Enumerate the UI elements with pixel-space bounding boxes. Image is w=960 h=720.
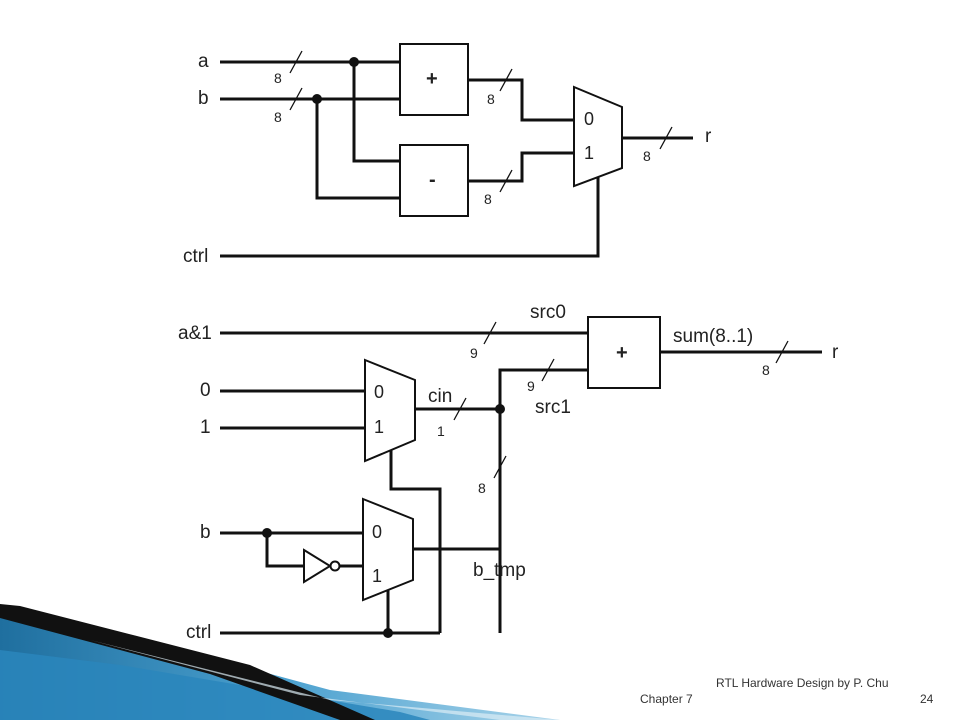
width-r-label: 8 — [643, 148, 651, 164]
signal-src0-label: src0 — [530, 302, 566, 323]
bus-width-tick — [499, 68, 513, 92]
footer-title: RTL Hardware Design by P. Chu — [716, 676, 889, 690]
bus-width-tick — [541, 358, 555, 382]
input-b-label: b — [200, 522, 211, 543]
width-src1-label: 9 — [527, 378, 535, 394]
subtractor-op-label: - — [429, 169, 436, 191]
mux-cin — [364, 358, 416, 463]
junction-dot — [495, 404, 505, 414]
width-sub-out-label: 8 — [484, 191, 492, 207]
mux-b — [362, 497, 414, 602]
decorative-ribbon — [0, 604, 560, 720]
width-b-label: 8 — [274, 109, 282, 125]
signal-b-tmp-label: b_tmp — [473, 560, 526, 581]
junction-dot — [349, 57, 359, 67]
output-r-label: r — [705, 126, 712, 147]
width-cin-label: 1 — [437, 423, 445, 439]
top-wires — [220, 60, 693, 258]
signal-sum-label: sum(8..1) — [673, 326, 753, 347]
input-a-label: a — [198, 51, 209, 72]
adder-block — [399, 43, 469, 116]
width-src0-label: 9 — [470, 345, 478, 361]
bus-width-tick — [483, 321, 497, 345]
mux-cin-in0-label: 0 — [374, 382, 384, 402]
mux-top-in0-label: 0 — [584, 109, 594, 129]
bus-width-tick — [659, 126, 673, 150]
width-a-label: 8 — [274, 70, 282, 86]
output-r-label: r — [832, 342, 839, 363]
mux-top — [573, 85, 623, 188]
width-b-tmp-label: 8 — [478, 480, 486, 496]
bus-width-tick — [499, 169, 513, 193]
input-ctrl-label: ctrl — [183, 246, 208, 267]
width-add-out-label: 8 — [487, 91, 495, 107]
bus-width-tick — [289, 50, 303, 74]
footer-chapter: Chapter 7 — [640, 692, 693, 706]
input-ctrl-label: ctrl — [186, 622, 211, 643]
adder-op-label: + — [616, 342, 628, 364]
signal-src1-label: src1 — [535, 397, 571, 418]
junction-dot — [312, 94, 322, 104]
mux-b-in0-label: 0 — [372, 522, 382, 542]
bus-width-tick — [493, 455, 507, 479]
inverter-icon — [303, 548, 341, 584]
diagram-bottom: a&1 0 1 b ctrl + 0 1 — [178, 302, 839, 643]
mux-top-in1-label: 1 — [584, 143, 594, 163]
input-a1-label: a&1 — [178, 323, 212, 344]
junction-dot — [383, 628, 393, 638]
input-zero-label: 0 — [200, 380, 211, 401]
adder-block — [587, 316, 661, 389]
adder-op-label: + — [426, 68, 438, 90]
width-r-label: 8 — [762, 362, 770, 378]
mux-b-in1-label: 1 — [372, 566, 382, 586]
diagram-top: a b ctrl + - 0 1 r 8 8 8 8 — [183, 43, 712, 267]
footer-page-number: 24 — [920, 692, 934, 706]
bus-width-tick — [775, 340, 789, 364]
bus-width-tick — [289, 87, 303, 111]
bottom-wires — [220, 331, 822, 635]
subtractor-block — [399, 144, 469, 217]
input-one-label: 1 — [200, 417, 211, 438]
junction-dot — [262, 528, 272, 538]
input-b-label: b — [198, 88, 209, 109]
bus-width-tick — [453, 397, 467, 421]
mux-cin-in1-label: 1 — [374, 417, 384, 437]
signal-cin-label: cin — [428, 386, 452, 407]
